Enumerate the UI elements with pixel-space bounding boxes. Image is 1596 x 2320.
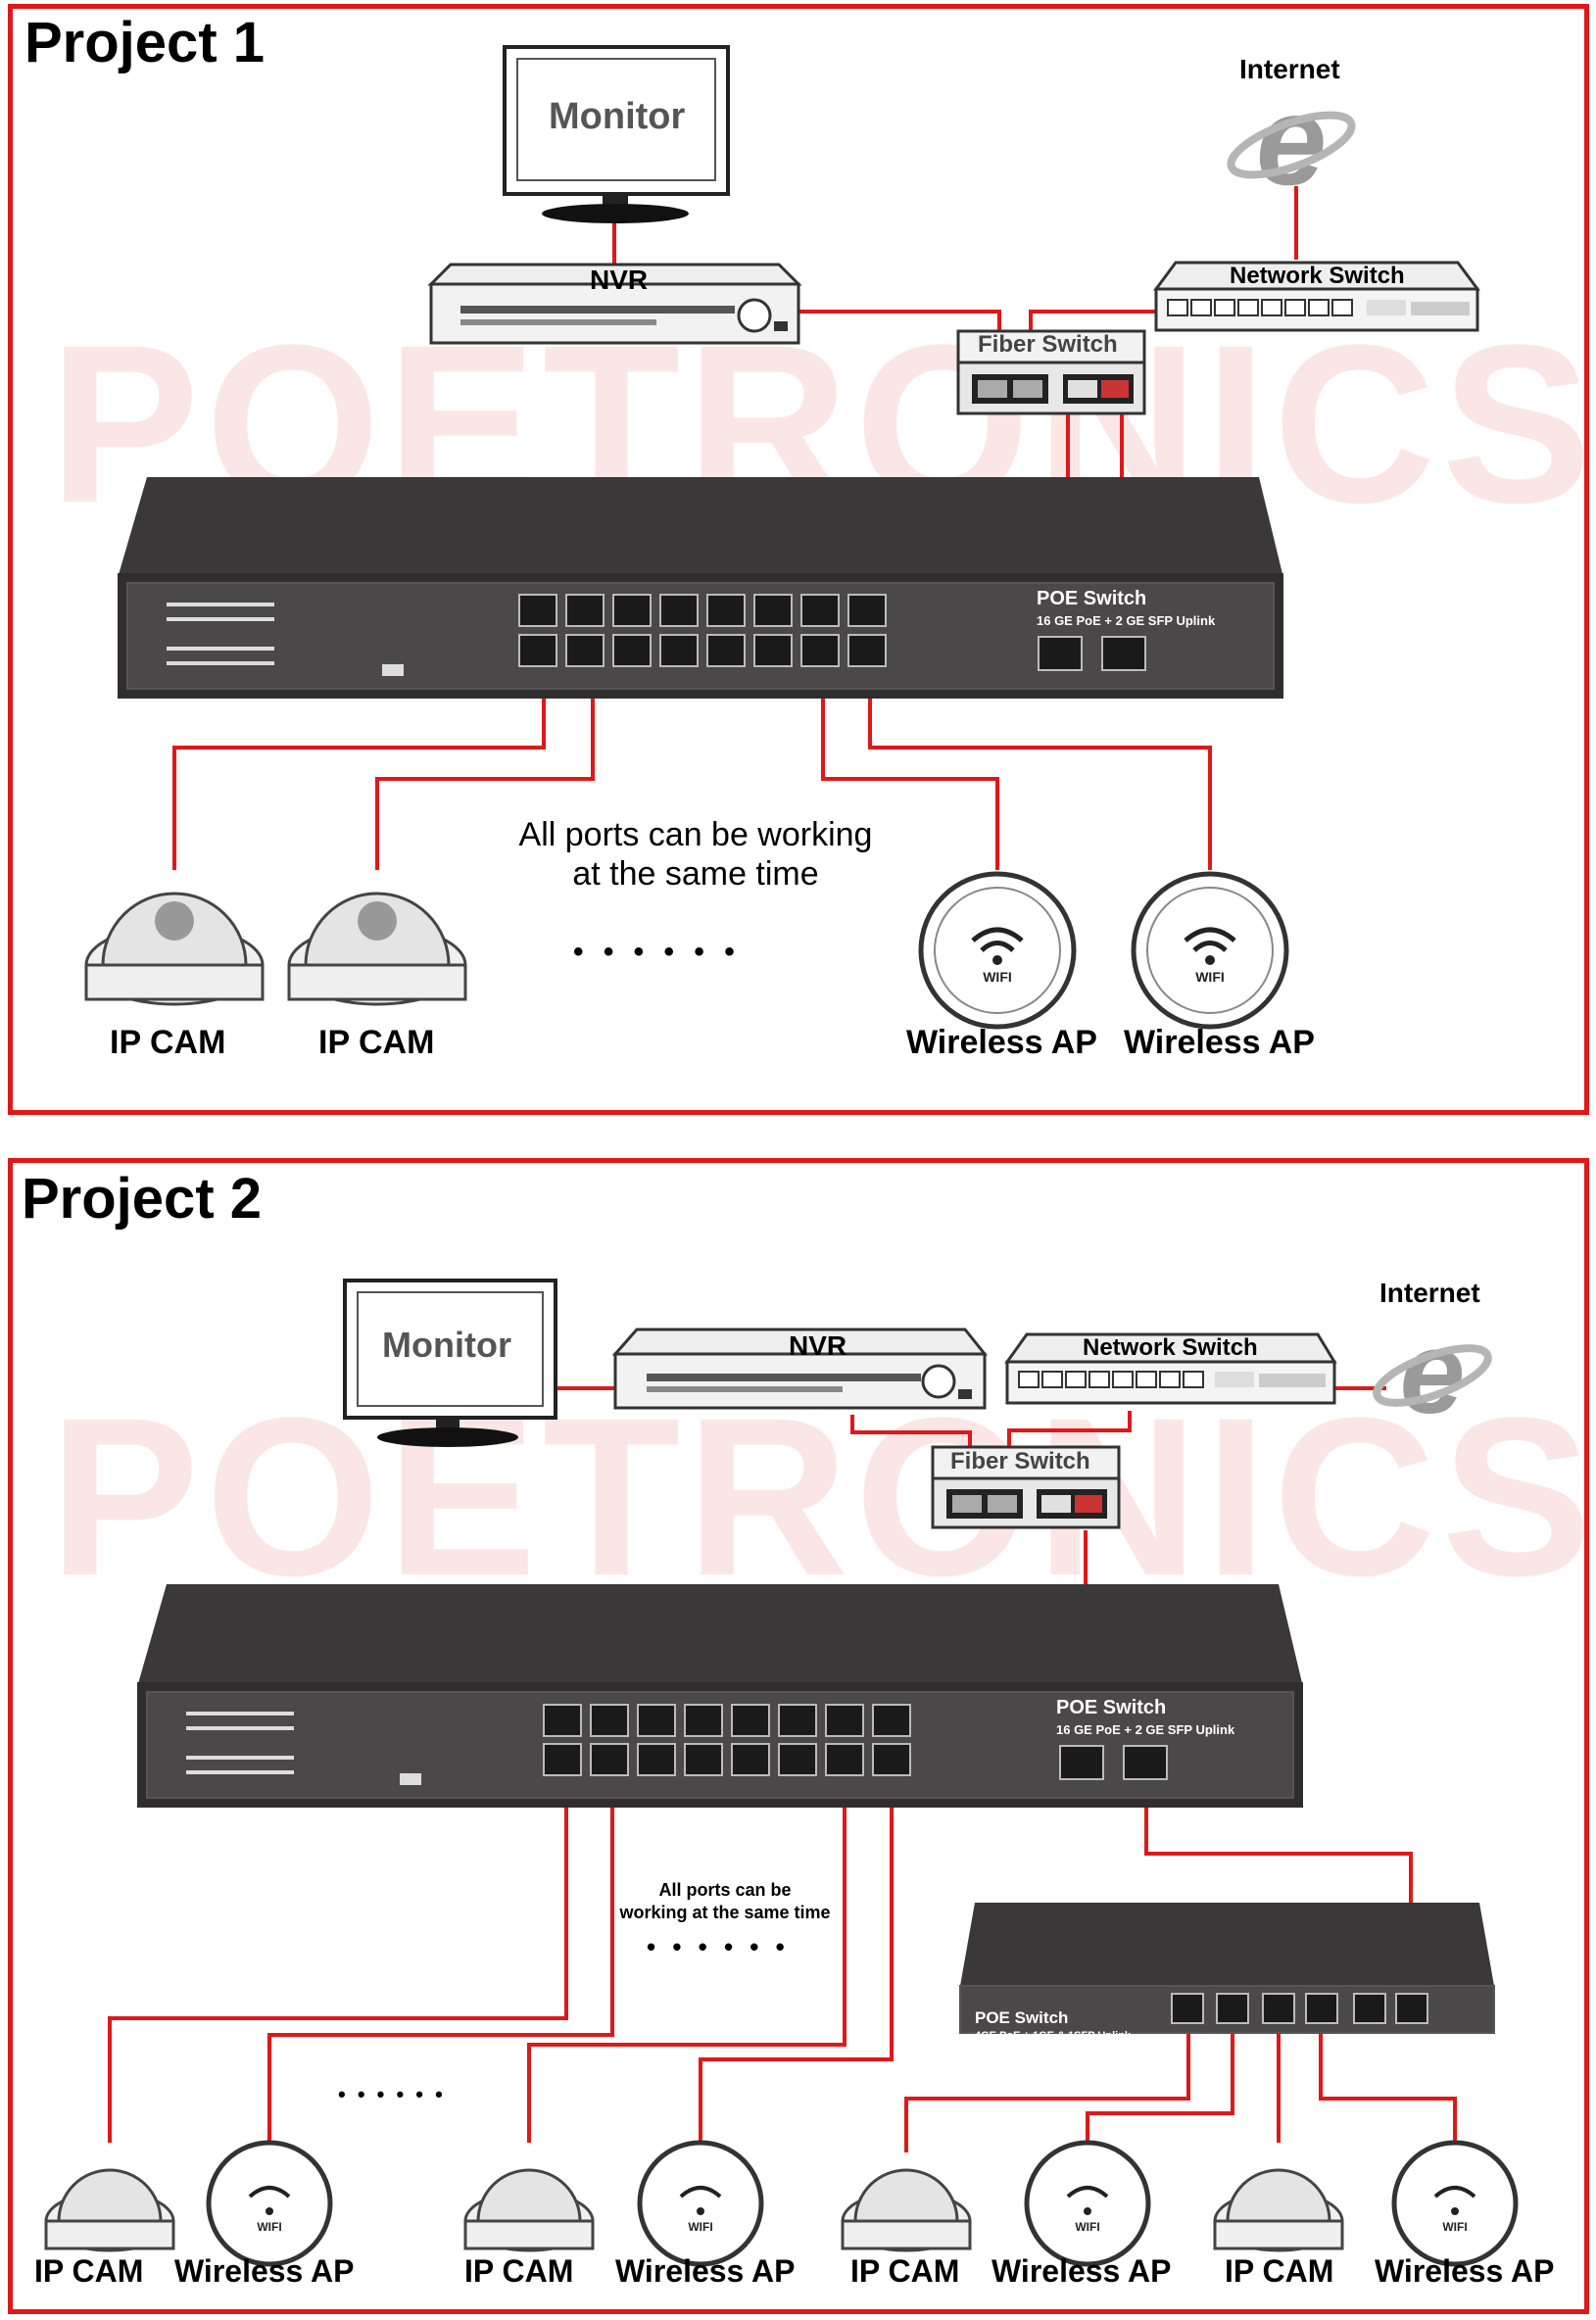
project2-title: Project 2 [22,1167,262,1231]
project2-panel [8,1158,1589,2314]
project2-network-switch [1004,1332,1337,1405]
project2-device-label-5: IP CAM [850,2253,960,2289]
project2-nvr-label: NVR [789,1330,847,1361]
project2-device-label-6: Wireless AP [991,2253,1172,2289]
project2-poe-switch-sub: 16 GE PoE + 2 GE SFP Uplink [1056,1722,1235,1737]
project2-nvr [611,1328,989,1410]
project1-internet-label: Internet [1239,54,1340,84]
project2-dots: • • • • • • [647,1932,790,1961]
project2-note: All ports can be working at the same tim… [607,1879,843,1924]
project2-device-label-4: Wireless AP [615,2253,796,2289]
project2-fiber-switch [931,1445,1121,1529]
project2-wireless-ap-1: WIFI [206,2140,333,2267]
project1-panel [8,4,1589,1115]
project1-ipcam-1 [84,892,265,1006]
project2-device-label-2: Wireless AP [174,2253,355,2289]
project1-fiber-switch [956,329,1146,415]
svg-text:WIFI: WIFI [1442,2220,1467,2234]
project1-title: Project 1 [24,11,265,74]
project1-monitor-label: Monitor [549,96,686,137]
project1-note: All ports can be working at the same tim… [480,815,911,894]
project1-monitor [503,45,730,223]
project1-note-line2: at the same time [572,855,819,893]
project1-poe-switch-sub: 16 GE PoE + 2 GE SFP Uplink [1037,613,1216,628]
project1-poe-switch [118,477,1283,699]
project2-ipcam-3 [841,2168,972,2252]
project2-ipcam-1 [44,2168,175,2252]
project1-device-label-1: IP CAM [110,1024,226,1061]
project2-device-label-3: IP CAM [464,2253,574,2289]
project2-poe-switch-title: POE Switch [1056,1697,1167,1718]
project2-network-switch-label: Network Switch [1083,1334,1258,1361]
project2-wireless-ap-3: WIFI [1024,2140,1151,2267]
project2-ipcam-2 [463,2168,595,2252]
project2-note-line1: All ports can be [658,1880,792,1900]
project1-drawing: e [84,45,1480,1030]
project2-device-label-7: IP CAM [1225,2253,1334,2289]
project1-device-label-2: IP CAM [318,1024,435,1061]
project1-ipcam-2 [287,892,467,1006]
project1-poe-switch-title: POE Switch [1037,588,1147,609]
svg-text:WIFI: WIFI [257,2220,281,2234]
svg-text:e: e [1256,69,1327,212]
project1-device-label-4: Wireless AP [1124,1024,1315,1061]
project2-small-switch-sub: 4GE PoE + 1GE & 1SFP Uplink [975,2030,1132,2042]
project1-wireless-ap-2: WIFI [1131,871,1289,1030]
project1-device-label-3: Wireless AP [906,1024,1097,1061]
project2-dots-left: • • • • • • [338,2082,446,2106]
project1-wireless-ap-1: WIFI [918,871,1077,1030]
project2-internet-label: Internet [1379,1278,1480,1308]
project2-fiber-switch-label: Fiber Switch [950,1448,1090,1474]
project2-monitor [343,1279,557,1447]
svg-text:WIFI: WIFI [983,969,1012,985]
project1-nvr [427,263,802,345]
svg-text:WIFI: WIFI [1195,969,1225,985]
project2-small-switch-title: POE Switch [975,2008,1069,2027]
svg-text:WIFI: WIFI [1075,2220,1099,2234]
project1-dots: • • • • • • [573,936,741,968]
project2-device-label-8: Wireless AP [1375,2253,1555,2289]
project1-fiber-switch-label: Fiber Switch [978,331,1118,358]
project1-nvr-label: NVR [590,265,649,295]
project2-ipcam-4 [1213,2168,1344,2252]
project2-wireless-ap-2: WIFI [637,2140,764,2267]
project2-monitor-label: Monitor [382,1325,511,1365]
project2-internet-icon: e [1373,1307,1492,1438]
project2-small-poe-switch [959,1903,1495,2034]
svg-text:e: e [1400,1307,1466,1438]
project2-drawing: e [44,1279,1519,2267]
project2-poe-switch [137,1584,1303,1808]
project1-note-line1: All ports can be working [518,816,873,853]
project2-wireless-ap-4: WIFI [1391,2140,1519,2267]
project2-note-line2: working at the same time [619,1903,831,1922]
project1-network-switch-label: Network Switch [1230,263,1405,289]
project1-network-switch [1153,261,1480,332]
svg-text:WIFI: WIFI [688,2220,712,2234]
project2-device-label-1: IP CAM [34,2253,144,2289]
project1-internet-icon: e [1227,69,1356,212]
